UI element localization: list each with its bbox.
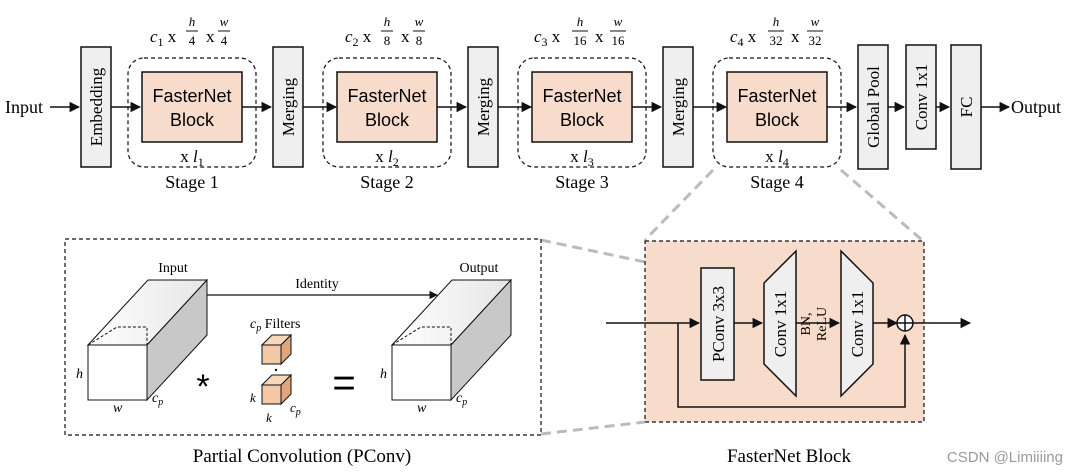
svg-text:h: h <box>773 14 780 29</box>
svg-text:cp: cp <box>290 400 301 418</box>
filter-cubes: cp Filters k k cp <box>250 317 301 425</box>
stage-3-label: Stage 3 <box>555 172 609 192</box>
svg-text:h: h <box>577 14 584 29</box>
svg-text:16: 16 <box>612 33 626 48</box>
svg-text:Conv 1x1: Conv 1x1 <box>848 291 867 358</box>
fasternet-block-panel: PConv 3x3 Conv 1x1 BN, ReLU Conv 1x1 Fas… <box>606 240 972 467</box>
svg-text:k: k <box>266 410 272 425</box>
svg-text:c2 x: c2 x <box>345 27 372 49</box>
svg-text:c1 x: c1 x <box>150 27 177 49</box>
svg-text:Block: Block <box>560 110 605 130</box>
fasternet-block-4 <box>726 71 828 143</box>
input-label: Input <box>5 97 43 117</box>
svg-text:FasterNet: FasterNet <box>152 86 231 106</box>
add-icon <box>896 314 914 332</box>
equals-sign: = <box>332 361 355 405</box>
conv-1x1-expand <box>763 249 797 398</box>
stage-2: FasterNet Block x l2 Stage 2 c2 x h 8 x … <box>322 14 452 192</box>
svg-text:w: w <box>415 14 424 29</box>
svg-text:x l1: x l1 <box>180 147 203 169</box>
stage-1-label: Stage 1 <box>165 172 219 192</box>
svg-text:h: h <box>76 367 83 382</box>
svg-text:w: w <box>417 401 427 416</box>
svg-text:Block: Block <box>365 110 410 130</box>
svg-text:32: 32 <box>770 33 783 48</box>
svg-text:cp: cp <box>152 391 163 408</box>
output-label: Output <box>1011 97 1061 117</box>
conv-star: * <box>196 368 209 406</box>
fasternet-block-3 <box>531 71 633 143</box>
stage-3-shape: c3 x h 16 x w 16 <box>534 14 626 49</box>
top-pipeline: Input Embedding FasterNet Block x l1 Sta… <box>5 14 1061 192</box>
svg-text:Conv 1x1: Conv 1x1 <box>771 291 790 358</box>
svg-text:cp Filters: cp Filters <box>250 317 301 334</box>
identity-label: Identity <box>295 277 339 292</box>
stage-4-shape: c4 x h 32 x w 32 <box>730 14 823 49</box>
relu-label: ReLU <box>815 307 830 341</box>
svg-text:x: x <box>401 27 410 46</box>
merging-box-2 <box>467 46 499 168</box>
fasternet-block-2 <box>336 71 438 143</box>
stage-1: FasterNet Block x l1 Stage 1 c1 x h 4 x … <box>127 14 257 192</box>
stage-1-shape: c1 x h 4 x w 4 <box>150 14 230 49</box>
embedding-label: Embedding <box>87 67 106 146</box>
svg-text:w: w <box>614 14 623 29</box>
svg-text:x: x <box>595 27 604 46</box>
svg-text:32: 32 <box>809 33 822 48</box>
svg-text:FC: FC <box>957 97 976 118</box>
bn-label: BN, <box>799 313 814 336</box>
svg-text:x: x <box>791 27 800 46</box>
stage-4: FasterNet Block x l4 Stage 4 c4 x h 32 x… <box>712 14 842 192</box>
output-cube: Output h w cp <box>380 261 513 416</box>
svg-text:Conv 1x1: Conv 1x1 <box>912 64 931 131</box>
watermark: CSDN @Limiiiing <box>947 449 1063 466</box>
stage-2-label: Stage 2 <box>360 172 414 192</box>
stage-2-shape: c2 x h 8 x w 8 <box>345 14 425 49</box>
svg-text:x l4: x l4 <box>765 147 788 169</box>
svg-text:h: h <box>189 14 196 29</box>
svg-text:Global Pool: Global Pool <box>864 66 883 148</box>
svg-text:w: w <box>220 14 229 29</box>
svg-text:x: x <box>206 27 215 46</box>
svg-text:Output: Output <box>460 261 499 276</box>
conv-1x1-reduce <box>840 249 874 398</box>
svg-text:Input: Input <box>158 261 188 276</box>
svg-text:4: 4 <box>189 33 196 48</box>
svg-text:h: h <box>384 14 391 29</box>
svg-text:k: k <box>250 390 256 405</box>
svg-text:x l2: x l2 <box>375 147 398 169</box>
svg-text:PConv 3x3: PConv 3x3 <box>709 286 728 362</box>
svg-text:FasterNet: FasterNet <box>737 86 816 106</box>
pconv-caption: Partial Convolution (PConv) <box>193 446 412 467</box>
svg-text:FasterNet: FasterNet <box>347 86 426 106</box>
svg-text:Block: Block <box>170 110 215 130</box>
svg-text:w: w <box>113 401 123 416</box>
pconv-panel: Input h w cp Identity * cp Filters k k c… <box>64 238 542 467</box>
svg-text:16: 16 <box>574 33 588 48</box>
svg-text:8: 8 <box>384 33 391 48</box>
svg-text:h: h <box>380 367 387 382</box>
svg-text:Merging: Merging <box>279 77 298 136</box>
svg-text:8: 8 <box>416 33 423 48</box>
svg-text:FasterNet: FasterNet <box>542 86 621 106</box>
svg-text:Merging: Merging <box>474 77 493 136</box>
svg-text:cp: cp <box>456 391 467 408</box>
fc-box <box>950 44 982 170</box>
stage-4-label: Stage 4 <box>750 172 804 192</box>
svg-text:c3 x: c3 x <box>534 27 561 49</box>
svg-text:c4 x: c4 x <box>730 27 757 49</box>
stage-3: FasterNet Block x l3 Stage 3 c3 x h 16 x… <box>517 14 647 192</box>
svg-text:w: w <box>811 14 820 29</box>
fasternet-block-1 <box>141 71 243 143</box>
merging-box-3 <box>662 46 694 168</box>
pconv-3x3-box <box>700 267 735 381</box>
svg-text:4: 4 <box>221 33 228 48</box>
svg-text:Block: Block <box>755 110 800 130</box>
svg-text:x l3: x l3 <box>570 147 593 169</box>
input-cube: Input h w cp <box>76 261 209 416</box>
block-caption: FasterNet Block <box>727 446 852 467</box>
conv-1x1-box <box>905 44 937 150</box>
svg-text:Merging: Merging <box>669 77 688 136</box>
